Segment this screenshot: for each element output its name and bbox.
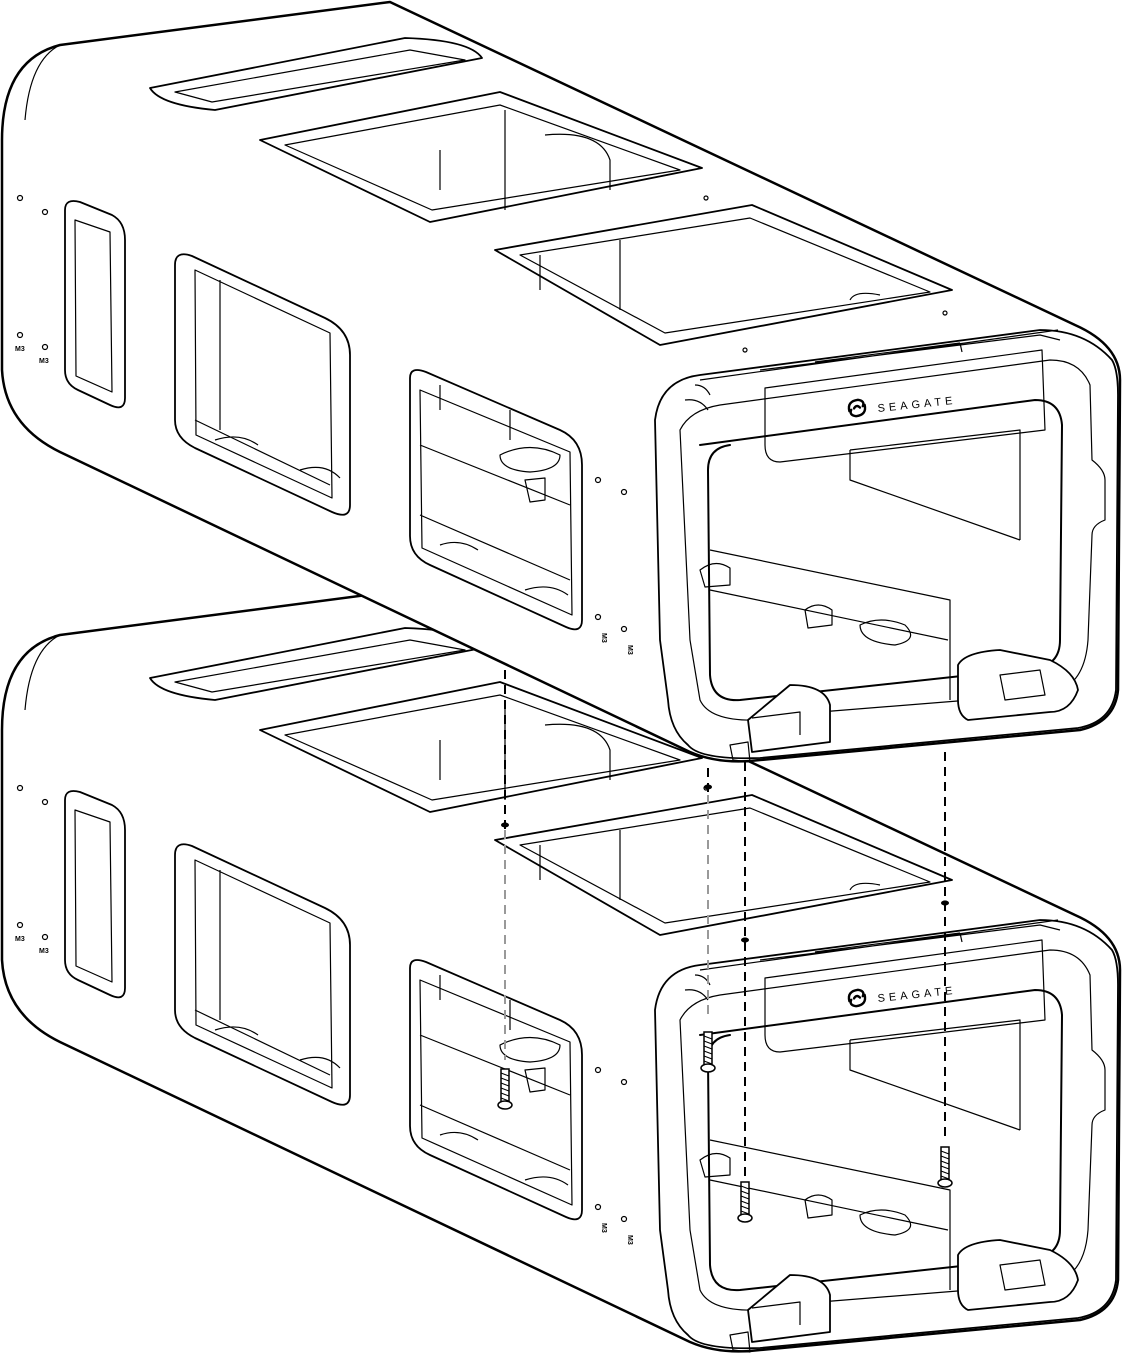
m3-label: M3	[39, 358, 49, 365]
m3-label: M3	[626, 645, 633, 655]
m3-label: M3	[15, 346, 25, 353]
m3-label: M3	[600, 633, 607, 643]
m3-label: M3	[15, 936, 25, 943]
alignment-lines	[501, 670, 949, 1180]
m3-label: M3	[600, 1223, 607, 1233]
m3-label: M3	[626, 1235, 633, 1245]
m3-label: M3	[39, 948, 49, 955]
